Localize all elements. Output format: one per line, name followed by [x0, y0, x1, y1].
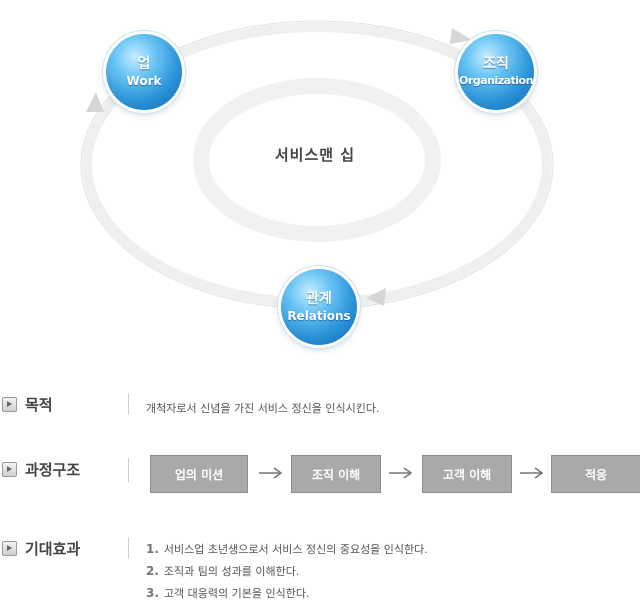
list-item-number: 2. — [146, 564, 159, 578]
node-work-en: Work — [126, 74, 162, 88]
node-relations: 관계 Relations — [281, 269, 357, 345]
play-bullet-icon — [2, 540, 17, 556]
list-item-text: 고객 대응력의 기본을 인식한다. — [163, 587, 310, 600]
node-relations-ko: 관계 — [306, 291, 332, 307]
process-step: 업의 미션 — [150, 455, 248, 493]
arrow-to-work — [86, 92, 104, 112]
process-heading: 과정구조 — [2, 458, 80, 480]
arrow-to-organization — [450, 28, 472, 44]
divider — [128, 393, 129, 415]
play-bullet-icon — [2, 461, 17, 477]
purpose-text: 개척자로서 신념을 가진 서비스 정신을 인식시킨다. — [146, 402, 380, 415]
effects-list: 1. 서비스업 초년생으로서 서비스 정신의 중요성을 인식한다. 2. 조직과… — [146, 541, 428, 607]
node-organization-ko: 조직 — [483, 56, 509, 72]
node-relations-en: Relations — [287, 309, 351, 323]
node-work: 업 Work — [106, 34, 182, 110]
arrow-to-relations — [366, 288, 386, 306]
process-step: 적응 — [551, 455, 640, 493]
list-item: 1. 서비스업 초년생으로서 서비스 정신의 중요성을 인식한다. — [146, 541, 428, 563]
process-title: 과정구조 — [25, 460, 81, 479]
play-bullet-icon — [2, 396, 17, 412]
node-organization: 조직 Organization — [458, 34, 534, 110]
process-step: 고객 이해 — [422, 455, 512, 493]
center-label: 서비스맨 십 — [274, 146, 356, 164]
right-arrow-icon — [520, 467, 544, 479]
list-item-text: 서비스업 초년생으로서 서비스 정신의 중요성을 인식한다. — [163, 543, 428, 556]
node-work-ko: 업 — [137, 56, 151, 72]
effects-title: 기대효과 — [25, 539, 81, 558]
right-arrow-icon — [389, 467, 413, 479]
node-organization-en: Organization — [459, 74, 533, 87]
effects-heading: 기대효과 — [2, 537, 80, 559]
divider — [128, 537, 129, 559]
purpose-heading: 목적 — [2, 393, 53, 415]
list-item-number: 3. — [146, 586, 159, 600]
list-item: 2. 조직과 팀의 성과를 이해한다. — [146, 563, 428, 585]
purpose-title: 목적 — [25, 395, 53, 414]
list-item-number: 1. — [146, 542, 159, 556]
process-step: 조직 이해 — [291, 455, 381, 493]
divider — [128, 458, 129, 482]
inner-ring — [193, 78, 441, 242]
right-arrow-icon — [259, 467, 283, 479]
list-item-text: 조직과 팀의 성과를 이해한다. — [163, 565, 300, 578]
list-item: 3. 고객 대응력의 기본을 인식한다. — [146, 585, 428, 607]
